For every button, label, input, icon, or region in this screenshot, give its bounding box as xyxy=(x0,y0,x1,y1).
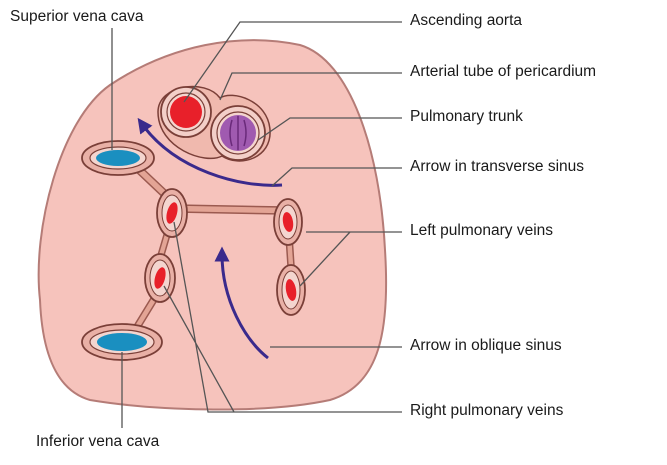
label-pulmonary-trunk: Pulmonary trunk xyxy=(410,108,523,126)
right-pulmonary-vein-lower xyxy=(145,254,175,302)
pulmonary-trunk xyxy=(211,106,265,160)
ascending-aorta xyxy=(161,87,211,137)
left-pulmonary-vein-lower xyxy=(277,265,305,315)
label-right-pulmonary-veins: Right pulmonary veins xyxy=(410,402,563,420)
label-inferior-vena-cava: Inferior vena cava xyxy=(36,433,159,451)
left-pulmonary-vein-upper xyxy=(274,199,302,245)
label-left-pulmonary-veins: Left pulmonary veins xyxy=(410,222,553,240)
label-ascending-aorta: Ascending aorta xyxy=(410,12,522,30)
label-superior-vena-cava: Superior vena cava xyxy=(10,8,144,26)
label-arrow-oblique-sinus: Arrow in oblique sinus xyxy=(410,337,562,355)
label-arrow-transverse-sinus: Arrow in transverse sinus xyxy=(410,158,584,176)
right-pulmonary-vein-upper xyxy=(157,189,187,237)
label-arterial-tube: Arterial tube of pericardium xyxy=(410,63,596,81)
superior-vena-cava xyxy=(82,141,154,175)
